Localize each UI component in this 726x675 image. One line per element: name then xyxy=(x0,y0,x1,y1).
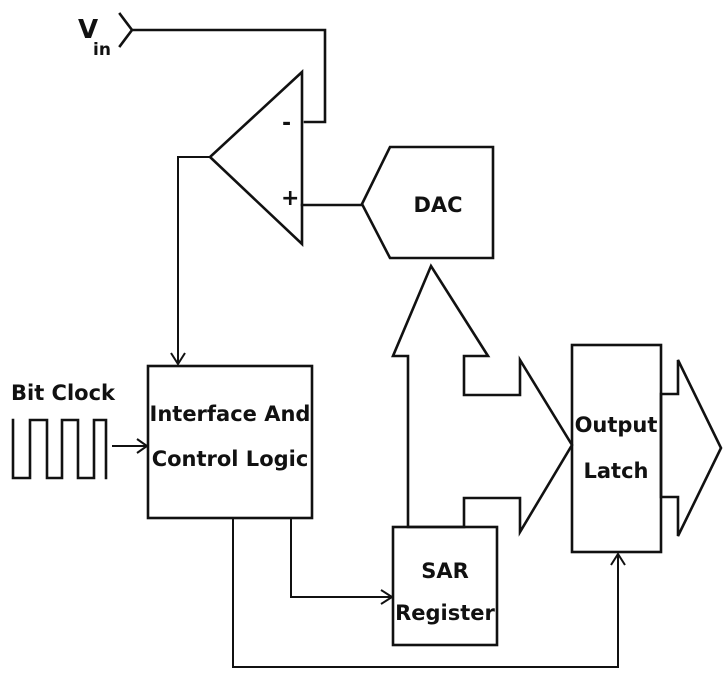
sar-register-label-line1: SAR xyxy=(421,559,469,583)
sar-register-block xyxy=(391,525,499,647)
vin-input-terminal xyxy=(118,12,134,48)
bit-clock-label: Bit Clock xyxy=(11,381,116,405)
comparator-to-control-wire xyxy=(177,156,210,362)
output-latch-block xyxy=(570,343,663,554)
vin-subscript: in xyxy=(93,40,111,60)
bit-clock-waveform xyxy=(11,418,108,480)
comparator-triangle xyxy=(208,69,304,248)
bit-clock-arrowhead xyxy=(136,438,149,454)
vin-wire xyxy=(130,28,327,124)
control-to-latch-wire xyxy=(232,518,619,668)
dac-block xyxy=(360,145,495,260)
comparator-to-control-arrowhead xyxy=(170,352,186,366)
control-logic-label-line1: Interface And xyxy=(150,402,311,426)
data-bus-arrow xyxy=(391,263,574,537)
control-logic-block xyxy=(146,364,314,520)
sar-register-label-line2: Register xyxy=(395,601,495,625)
comparator-minus-sign: - xyxy=(282,111,291,136)
output-latch-label-line1-text: Output xyxy=(575,413,658,437)
dac-label: DAC xyxy=(413,193,462,217)
vin-label: V xyxy=(78,15,98,45)
control-logic-label-line2: Control Logic xyxy=(152,447,309,471)
control-to-sar-arrowhead xyxy=(380,589,394,605)
comparator-plus-sign: + xyxy=(281,186,299,211)
control-to-sar-wire xyxy=(290,518,390,598)
control-to-latch-arrowhead xyxy=(610,552,626,566)
output-latch-label-line2: Latch xyxy=(584,459,649,483)
output-bus-arrow xyxy=(659,359,723,537)
